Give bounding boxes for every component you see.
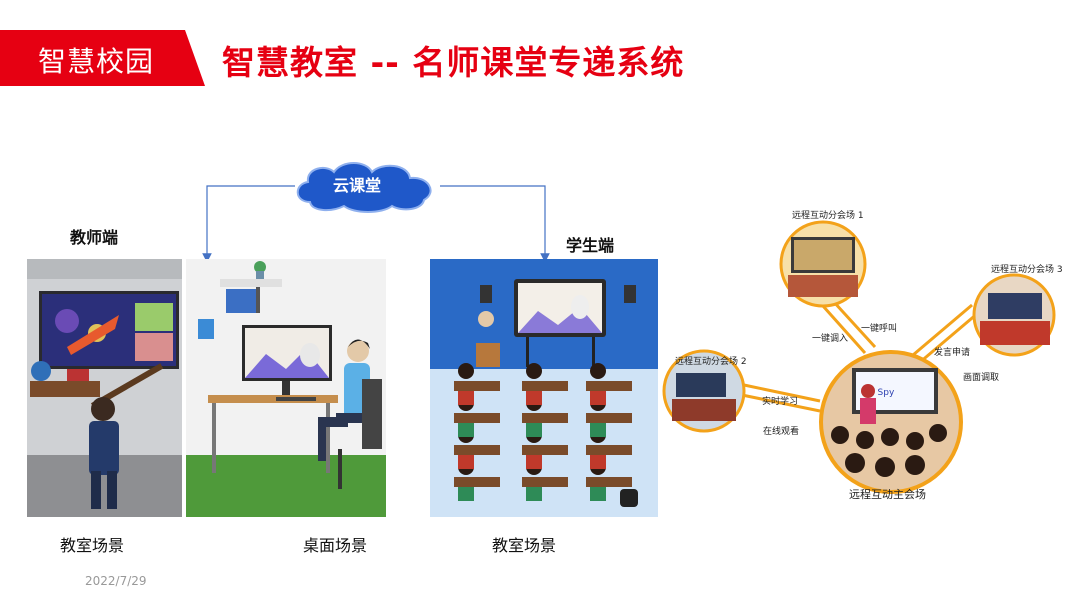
venue3-label: 远程互动分会场 3: [991, 265, 1063, 275]
cloud-icon: [296, 162, 432, 213]
main-screen-text: I Spy: [872, 388, 895, 398]
student-classroom-scene: [430, 259, 658, 517]
teacher-classroom-scene: [27, 259, 182, 517]
link-realtime-label: 实时学习: [762, 397, 799, 407]
student-side-label: 学生端: [566, 236, 615, 255]
link-online-label: 在线观看: [763, 427, 800, 437]
link-call-label: 一键呼叫: [861, 324, 898, 334]
remote-network-diagram: I Spy: [662, 220, 1056, 494]
link-request-label: 发言申请: [934, 348, 971, 358]
caption-student-classroom: 教室场景: [492, 536, 557, 555]
caption-teacher-classroom: 教室场景: [60, 536, 125, 555]
page-title: 智慧教室 -- 名师课堂专递系统: [222, 43, 685, 82]
section-badge: 智慧校园: [0, 30, 205, 86]
cloud-label: 云课堂: [333, 176, 382, 195]
link-join-label: 一键调入: [812, 334, 849, 344]
caption-desktop: 桌面场景: [303, 536, 368, 555]
desktop-scene: [186, 259, 386, 517]
teacher-side-label: 教师端: [70, 228, 119, 247]
section-badge-label: 智慧校园: [38, 45, 155, 78]
link-fetch-label: 画面调取: [963, 373, 1000, 383]
venue1-label: 远程互动分会场 1: [792, 211, 864, 221]
main-venue-label: 远程互动主会场: [849, 488, 926, 501]
footer-date: 2022/7/29: [85, 574, 147, 588]
venue2-label: 远程互动分会场 2: [675, 357, 747, 367]
